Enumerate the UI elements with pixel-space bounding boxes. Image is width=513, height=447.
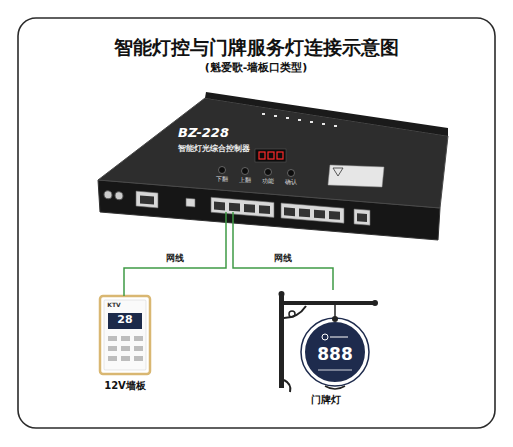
room-number: 888: [317, 345, 353, 365]
sign-logo: [330, 337, 348, 338]
terminal: [115, 191, 123, 200]
digit: [259, 152, 265, 159]
model-name: BZ-228: [178, 126, 454, 141]
pole-foot: [284, 380, 290, 392]
subtitle: (魁爱歌-墙板口类型): [205, 62, 308, 75]
port-hole: [140, 195, 154, 204]
cable-label: 网线: [272, 253, 294, 263]
door-light: 门牌灯: [276, 290, 376, 388]
port-hole: [329, 211, 340, 220]
led: [298, 119, 301, 121]
network-cable: [124, 222, 226, 296]
controller-device: BZ-228 智能灯光综合控制器: [98, 100, 454, 222]
cable-stub: [225, 212, 227, 222]
display-digits: [259, 152, 283, 159]
sign-ring: [301, 318, 369, 386]
wall-panel: [100, 296, 150, 374]
display: [255, 149, 286, 162]
button: [242, 168, 249, 175]
led: [286, 117, 289, 119]
device-name: 智能灯光综合控制器: [178, 144, 454, 153]
panel-face: [104, 300, 146, 370]
device-ports: [104, 188, 370, 225]
port-hole: [244, 204, 255, 213]
port-block: [211, 197, 274, 217]
led: [274, 115, 277, 117]
led: [322, 123, 325, 125]
panel-button: [121, 356, 130, 361]
panel-button: [121, 336, 130, 341]
scroll: [289, 311, 295, 317]
network-cable: [233, 222, 333, 290]
sign-arm: [279, 301, 375, 305]
warning-symbol: [333, 168, 343, 176]
port-hole: [314, 210, 325, 219]
sign-line: [318, 370, 352, 371]
port-hole: [284, 207, 295, 216]
port-block: [281, 203, 344, 223]
led: [310, 121, 313, 123]
button: [265, 169, 272, 176]
diagram-title: 智能灯控与门牌服务灯连接示意图: [0, 37, 513, 59]
panel-button: [134, 336, 143, 341]
scroll: [284, 306, 306, 318]
panel-display: [108, 313, 142, 329]
port: [186, 198, 195, 207]
sign-logo: [322, 334, 328, 340]
device-top: [98, 98, 448, 208]
port-hole: [259, 205, 270, 214]
panel-button: [121, 346, 130, 351]
panel-button: [108, 336, 117, 341]
port-hole: [357, 213, 367, 222]
port-hole: [299, 208, 310, 217]
port-hole: [214, 201, 225, 210]
device-rail: [205, 92, 448, 136]
frame: [18, 18, 495, 428]
panel-button: [108, 356, 117, 361]
port-hole: [229, 203, 240, 212]
panel-brand: KTV: [107, 302, 120, 309]
led-row: [262, 113, 337, 127]
port: [354, 209, 370, 225]
arm-end: [372, 300, 378, 306]
terminal: [104, 190, 112, 199]
door-sign: [304, 321, 366, 383]
node-caption: 12V墙板: [104, 380, 146, 392]
button-label: 下翻: [216, 176, 228, 183]
panel-button: [108, 346, 117, 351]
led: [262, 113, 265, 115]
button-label: 上翻: [239, 177, 251, 184]
cable-stub: [232, 212, 234, 222]
led: [334, 125, 337, 127]
text-holder: 12V墙板: [104, 380, 146, 392]
cable-label: 网线: [164, 253, 186, 263]
sign-pole: [279, 296, 284, 388]
panel-button: [134, 356, 143, 361]
sign-ornament: [325, 386, 345, 389]
warning-sticker: [328, 165, 384, 187]
sign-ornament: [332, 316, 338, 322]
digit: [277, 152, 283, 159]
button-label: 功能: [262, 178, 274, 185]
text-holder: 门牌灯: [311, 394, 341, 406]
panel-button: [134, 346, 143, 351]
button-label: 确认: [285, 179, 297, 186]
panel-reading: 28: [117, 314, 132, 327]
text-holder: BZ-228 智能灯光综合控制器: [98, 100, 454, 153]
port: [136, 191, 158, 208]
buttons: [219, 167, 295, 177]
panel-buttons: [108, 336, 143, 361]
button: [288, 170, 295, 177]
button: [219, 167, 226, 174]
node-caption: 门牌灯: [311, 394, 341, 406]
digit: [268, 152, 274, 159]
